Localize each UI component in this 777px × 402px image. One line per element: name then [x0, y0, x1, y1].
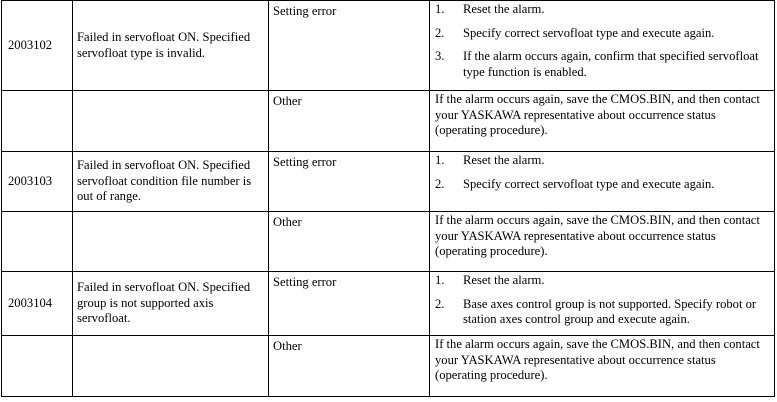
remedy-step: 1. Reset the alarm. [435, 153, 770, 169]
alarm-message: Failed in servofloat ON. Specified servo… [77, 30, 251, 60]
step-text: Reset the alarm. [463, 273, 545, 287]
remedy-step: 1. Reset the alarm. [435, 2, 770, 18]
cause-cell: Setting error [268, 151, 430, 212]
cause-label: Setting error [273, 275, 337, 289]
remedy-cell: 1. Reset the alarm. 2. Base axes control g… [429, 271, 775, 336]
remedy-steps: 1. Reset the alarm. 2. Specify correct ser… [435, 2, 770, 80]
remedy-text: If the alarm occurs again, save the CMOS… [435, 337, 760, 382]
alarm-message-cell: Failed in servofloat ON. Specified servo… [72, 0, 269, 91]
remedy-step: 2. Base axes control group is not support… [435, 297, 770, 328]
alarm-code-cell [1, 90, 73, 152]
step-number: 2. [435, 176, 445, 191]
step-text: Reset the alarm. [463, 153, 545, 167]
step-number: 1. [435, 153, 445, 167]
remedy-step: 2. Specify correct servofloat type and ex… [435, 177, 770, 193]
cause-cell: Other [268, 90, 430, 152]
cause-cell: Setting error [268, 0, 430, 91]
remedy-text: If the alarm occurs again, save the CMOS… [435, 213, 760, 258]
remedy-text: If the alarm occurs again, save the CMOS… [435, 92, 760, 137]
table-row: 2003102 Failed in servofloat ON. Specifi… [1, 0, 775, 91]
table-row: Other If the alarm occurs again, save th… [1, 90, 775, 152]
alarm-message-cell [72, 90, 269, 152]
step-number: 3. [435, 49, 445, 63]
table-row: Other If the alarm occurs again, save th… [1, 211, 775, 272]
remedy-cell: 1. Reset the alarm. 2. Specify correct ser… [429, 151, 775, 212]
remedy-cell: If the alarm occurs again, save the CMOS… [429, 211, 775, 272]
cause-cell: Other [268, 335, 430, 397]
step-text: Reset the alarm. [463, 2, 545, 16]
alarm-code: 2003104 [8, 295, 53, 310]
alarm-message-cell: Failed in servofloat ON. Specified group… [72, 271, 269, 336]
alarm-message-cell [72, 211, 269, 272]
cause-label: Other [273, 339, 302, 353]
cause-label: Other [273, 94, 302, 108]
alarm-code-cell: 2003102 [1, 0, 73, 91]
cause-label: Other [273, 215, 302, 229]
remedy-cell: If the alarm occurs again, save the CMOS… [429, 335, 775, 397]
step-text: If the alarm occurs again, confirm that … [463, 49, 759, 79]
alarm-message: Failed in servofloat ON. Specified group… [77, 280, 251, 326]
remedy-steps: 1. Reset the alarm. 2. Specify correct ser… [435, 153, 770, 192]
alarm-code-cell [1, 335, 73, 397]
cause-cell: Other [268, 211, 430, 272]
remedy-step: 3. If the alarm occurs again, confirm tha… [435, 49, 770, 80]
cause-label: Setting error [273, 155, 337, 169]
alarm-message-cell [72, 335, 269, 397]
remedy-cell: 1. Reset the alarm. 2. Specify correct ser… [429, 0, 775, 91]
step-text: Specify correct servofloat type and exec… [463, 176, 715, 191]
alarm-code: 2003103 [8, 173, 53, 188]
cause-label: Setting error [273, 4, 337, 18]
remedy-steps: 1. Reset the alarm. 2. Base axes control g… [435, 273, 770, 328]
alarm-code-cell: 2003103 [1, 151, 73, 212]
alarm-message-cell: Failed in servofloat ON. Specified servo… [72, 151, 269, 212]
remedy-step: 1. Reset the alarm. [435, 273, 770, 289]
step-number: 2. [435, 296, 445, 311]
table-row: 2003104 Failed in servofloat ON. Specifi… [1, 271, 775, 336]
table-row: 2003103 Failed in servofloat ON. Specifi… [1, 151, 775, 212]
step-text: Specify correct servofloat type and exec… [463, 25, 715, 40]
cause-cell: Setting error [268, 271, 430, 336]
table-row: Other If the alarm occurs again, save th… [1, 335, 775, 397]
remedy-cell: If the alarm occurs again, save the CMOS… [429, 90, 775, 152]
remedy-step: 2. Specify correct servofloat type and ex… [435, 26, 770, 42]
step-number: 2. [435, 25, 445, 40]
alarm-code: 2003102 [8, 37, 53, 52]
step-number: 1. [435, 273, 445, 287]
step-text: Base axes control group is not supported… [463, 296, 757, 327]
alarm-code-cell: 2003104 [1, 271, 73, 336]
alarm-code-cell [1, 211, 73, 272]
alarm-message: Failed in servofloat ON. Specified servo… [77, 158, 252, 204]
step-number: 1. [435, 2, 445, 16]
